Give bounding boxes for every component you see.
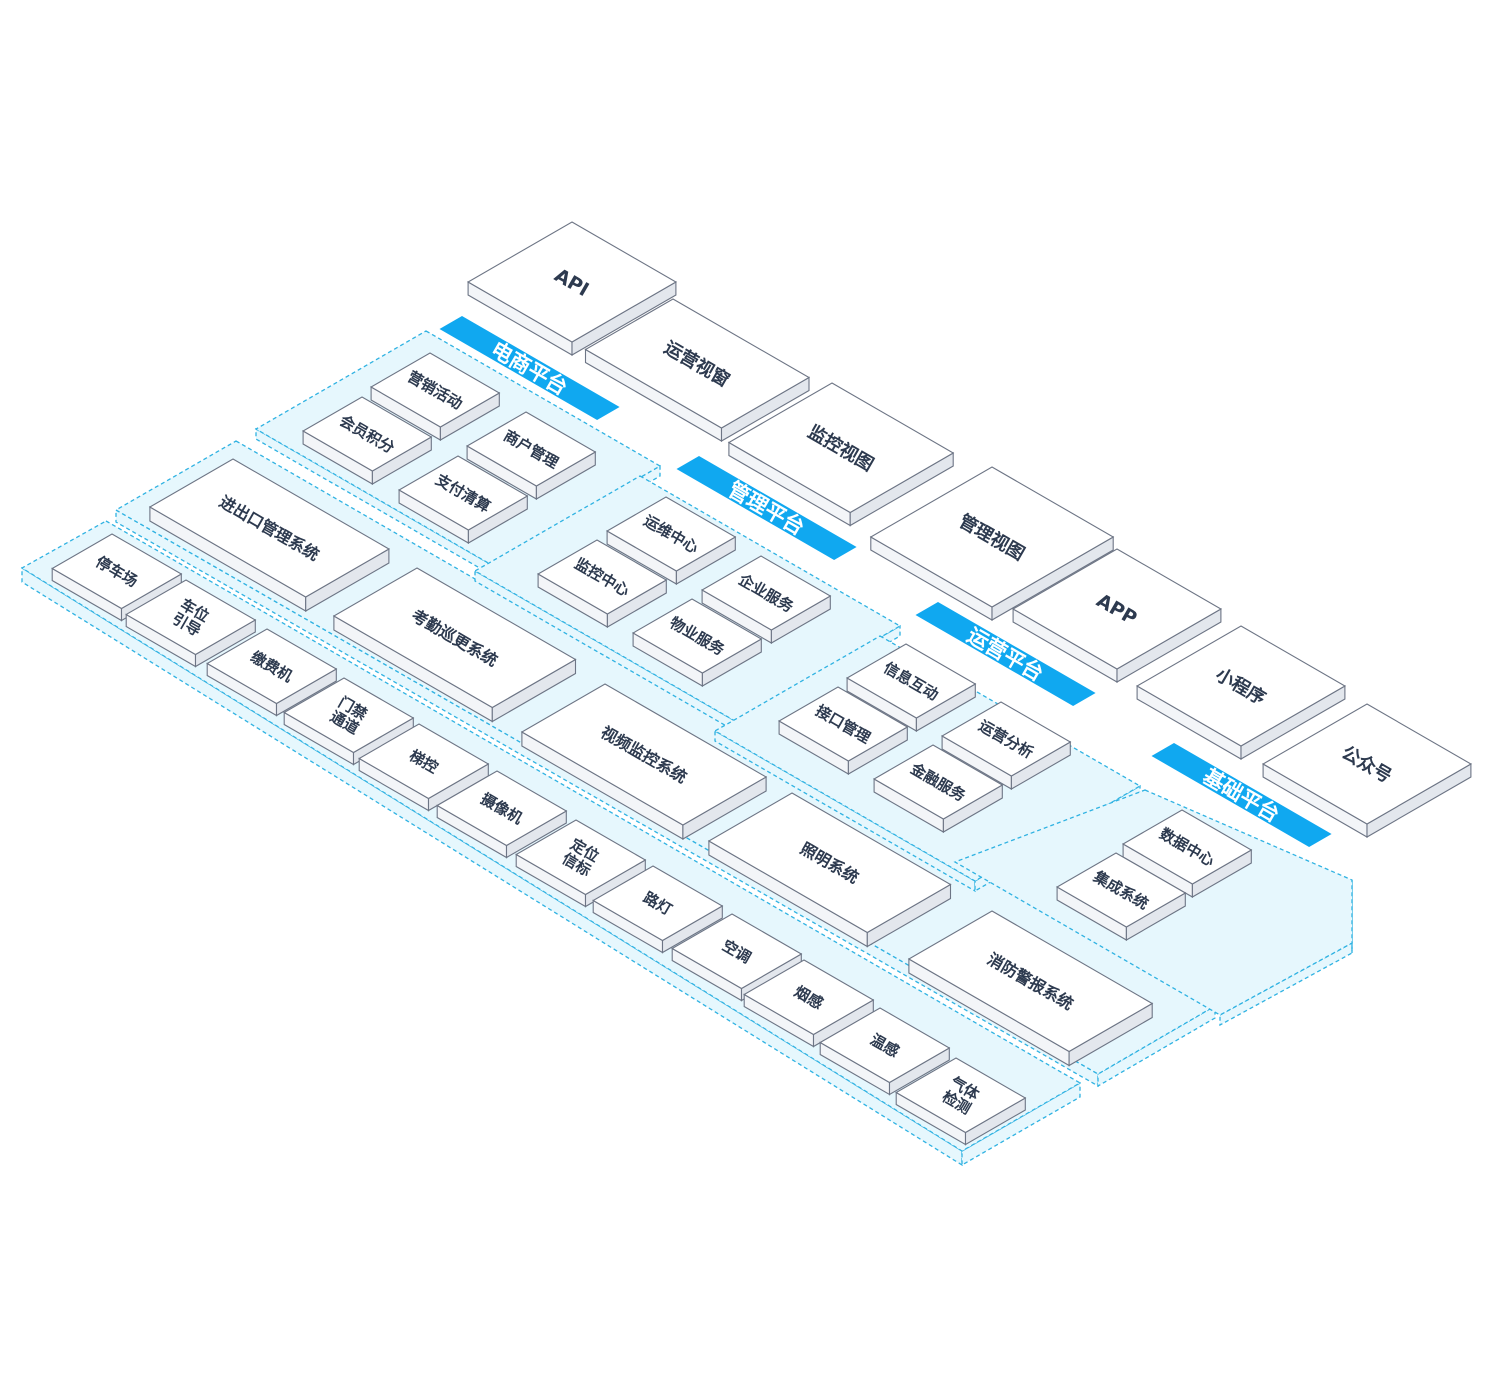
block-gate-channel-top (283, 677, 415, 754)
block-om-center[interactable]: 运维中心 (605, 496, 737, 585)
block-monitor-center-top (536, 539, 668, 615)
block-member-points[interactable]: 会员积分 (301, 396, 433, 485)
block-info-interaction[interactable]: 信息互动 (845, 643, 977, 732)
block-data-center-top (1121, 809, 1253, 885)
block-beacon[interactable]: 定位信标 (515, 819, 647, 908)
block-fire-alarm[interactable]: 消防警报系统 (907, 910, 1154, 1067)
block-lighting[interactable]: 照明系统 (707, 792, 952, 948)
block-street-light-top (592, 865, 724, 942)
block-om-center-top (605, 496, 737, 572)
block-video-surveillance-top (520, 683, 768, 826)
block-pay-machine-top (206, 628, 338, 705)
block-access-control-sys-top (148, 458, 391, 598)
block-gas[interactable]: 气体检测 (895, 1057, 1027, 1146)
block-gas-top (895, 1057, 1027, 1134)
block-elevator-top (358, 723, 490, 800)
tag-management-face (676, 456, 857, 560)
tag-foundation-face (1151, 743, 1332, 847)
block-finance-service[interactable]: 金融服务 (872, 744, 1004, 833)
block-payment-clearing[interactable]: 支付清算 (397, 455, 529, 544)
block-payment-clearing-top (397, 455, 529, 531)
block-marketing[interactable]: 营销活动 (369, 352, 501, 441)
block-marketing-top (369, 352, 501, 428)
block-mini-program-top (1136, 625, 1346, 747)
block-data-center[interactable]: 数据中心 (1121, 809, 1253, 898)
block-mini-program[interactable]: 小程序 (1136, 625, 1346, 760)
block-aircon-top (671, 913, 803, 990)
block-parking-top (51, 533, 183, 610)
zone-device-layer-side (961, 1081, 1081, 1167)
tag-ecommerce-face (439, 316, 620, 420)
block-temperature[interactable]: 温感 (819, 1007, 951, 1096)
block-property-service-top (631, 598, 763, 674)
block-video-surveillance[interactable]: 视频监控系统 (520, 683, 768, 840)
block-beacon-top (515, 819, 647, 896)
block-integration[interactable]: 集成系统 (1055, 852, 1187, 941)
block-finance-service-top (872, 744, 1004, 820)
block-official-account[interactable]: 公众号 (1262, 703, 1472, 838)
block-manage-view[interactable]: 管理视图 (869, 466, 1115, 621)
block-member-points-top (301, 396, 433, 472)
block-info-interaction-top (845, 643, 977, 719)
block-layer: API运营视窗监控视图管理视图APP小程序公众号电商平台管理平台运营平台基础平台… (51, 221, 1472, 1146)
block-monitor-view[interactable]: 监控视图 (727, 382, 955, 527)
block-enterprise-service[interactable]: 企业服务 (700, 555, 832, 644)
block-elevator[interactable]: 梯控 (358, 723, 490, 812)
zone-subsystem-layer-side (1097, 1004, 1216, 1088)
block-merchant-mgmt-top (465, 411, 597, 487)
block-interface-mgmt-top (777, 686, 909, 762)
block-integration-top (1055, 852, 1187, 928)
block-app[interactable]: APP (1012, 548, 1222, 683)
block-access-control-sys[interactable]: 进出口管理系统 (148, 458, 391, 612)
block-attendance-patrol[interactable]: 考勤巡更系统 (332, 567, 577, 723)
block-smoke[interactable]: 烟感 (743, 959, 875, 1048)
block-attendance-patrol-top (332, 567, 577, 709)
block-enterprise-service-top (700, 555, 832, 631)
block-interface-mgmt[interactable]: 接口管理 (777, 686, 909, 775)
block-merchant-mgmt[interactable]: 商户管理 (465, 411, 597, 500)
block-street-light[interactable]: 路灯 (592, 865, 724, 954)
block-property-service[interactable]: 物业服务 (631, 598, 763, 687)
block-temperature-top (819, 1007, 951, 1084)
block-ops-view-top (584, 298, 811, 429)
block-lighting-top (707, 792, 952, 934)
block-app-top (1012, 548, 1222, 670)
block-pay-machine[interactable]: 缴费机 (206, 628, 338, 717)
block-camera-top (436, 770, 568, 847)
block-official-account-top (1262, 703, 1472, 825)
tag-operation-face (915, 602, 1096, 706)
block-monitor-view-top (727, 382, 955, 514)
block-api[interactable]: API (467, 221, 677, 356)
block-ops-analysis-top (940, 701, 1072, 777)
block-space-guide[interactable]: 车位引导 (125, 579, 257, 668)
block-space-guide-top (125, 579, 257, 656)
block-ops-analysis[interactable]: 运营分析 (940, 701, 1072, 790)
block-api-top (467, 221, 677, 343)
block-manage-view-top (869, 466, 1115, 608)
block-ops-view[interactable]: 运营视窗 (584, 298, 811, 442)
zone-ecommerce-surface (254, 330, 662, 565)
block-fire-alarm-top (907, 910, 1154, 1053)
block-camera[interactable]: 摄像机 (436, 770, 568, 859)
block-smoke-top (743, 959, 875, 1036)
block-monitor-center[interactable]: 监控中心 (536, 539, 668, 628)
